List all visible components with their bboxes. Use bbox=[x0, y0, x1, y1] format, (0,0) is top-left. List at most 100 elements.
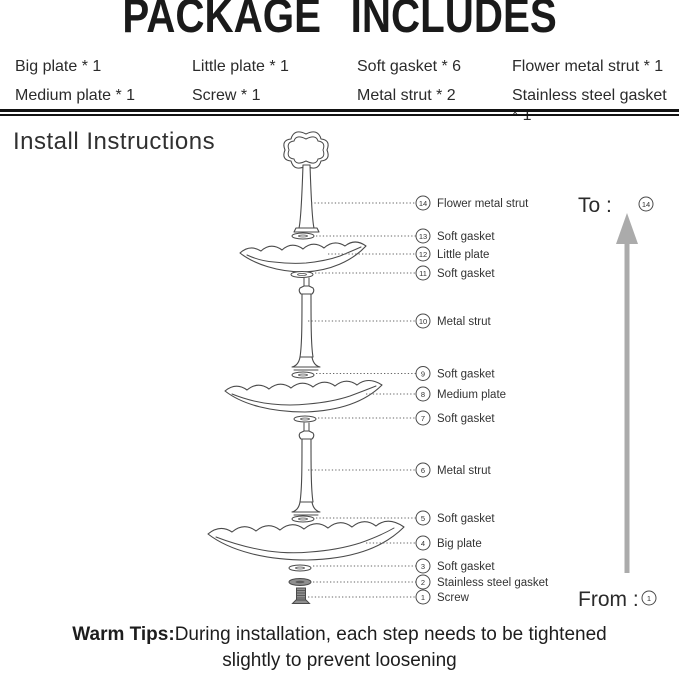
part-number-circle bbox=[415, 313, 431, 329]
screw-head bbox=[291, 599, 311, 604]
part-label: Soft gasket bbox=[437, 513, 495, 525]
callout-12: 12 Little plate bbox=[328, 246, 489, 262]
little-plate-inner-line bbox=[246, 246, 362, 264]
screw-drawing bbox=[291, 587, 311, 604]
soft-gasket-7-drawing bbox=[293, 415, 317, 423]
stainless-steel-gasket-drawing bbox=[288, 578, 312, 586]
part-number: 5 bbox=[421, 514, 425, 523]
part-number-circle bbox=[415, 535, 431, 551]
medium-plate-inner-line bbox=[231, 385, 377, 406]
order-arrow-head bbox=[616, 213, 638, 244]
part-number-circle bbox=[415, 558, 431, 574]
part-number: 11 bbox=[419, 269, 427, 278]
callout-1: 1 Screw bbox=[308, 589, 470, 605]
part-number: 2 bbox=[421, 578, 425, 587]
callout-4: 4 Big plate bbox=[366, 535, 482, 551]
callout-7: 7 Soft gasket bbox=[318, 410, 495, 426]
callout-5: 5 Soft gasket bbox=[316, 510, 495, 526]
part-label: Soft gasket bbox=[437, 369, 495, 381]
part-label: Soft gasket bbox=[437, 231, 495, 243]
part-label: Screw bbox=[437, 592, 470, 604]
from-part-circle bbox=[641, 590, 657, 606]
gasket-ellipse bbox=[290, 271, 314, 278]
part-number: 7 bbox=[421, 414, 425, 423]
section-divider bbox=[0, 109, 679, 116]
gasket-hole bbox=[298, 234, 308, 238]
big-plate-outline bbox=[207, 520, 405, 561]
callout-6: 6 Metal strut bbox=[308, 462, 491, 478]
soft-gasket-11-drawing bbox=[290, 271, 314, 278]
part-number-circle bbox=[415, 589, 431, 605]
part-number-circle bbox=[415, 246, 431, 262]
part-number-circle bbox=[415, 228, 431, 244]
part-number: 12 bbox=[419, 250, 427, 259]
little-plate-outline bbox=[239, 241, 367, 273]
package-item-flower-metal-strut: Flower metal strut * 1 bbox=[512, 58, 664, 75]
medium-plate-drawing bbox=[224, 379, 383, 413]
install-instructions-heading: Install Instructions bbox=[13, 128, 216, 155]
gasket-hole bbox=[298, 373, 308, 377]
package-item-little-plate: Little plate * 1 bbox=[192, 58, 289, 75]
part-number-circle bbox=[415, 386, 431, 402]
callout-9: 9 Soft gasket bbox=[316, 366, 495, 381]
gasket-ellipse bbox=[288, 564, 312, 572]
strut-collar bbox=[298, 430, 315, 440]
part-label: Big plate bbox=[437, 538, 482, 550]
package-item-soft-gasket: Soft gasket * 6 bbox=[357, 58, 462, 75]
warm-tips-line1: Warm Tips:During installation, each step… bbox=[0, 622, 679, 648]
soft-gasket-13-drawing bbox=[291, 232, 315, 240]
part-label: Metal strut bbox=[437, 465, 491, 477]
part-label: Soft gasket bbox=[437, 561, 495, 573]
soft-gasket-3-drawing bbox=[288, 564, 312, 572]
package-item-medium-plate: Medium plate * 1 bbox=[15, 87, 136, 104]
strut-pin bbox=[303, 422, 310, 432]
gasket-ellipse bbox=[291, 232, 315, 240]
gasket-ellipse bbox=[291, 371, 315, 379]
package-item-big-plate: Big plate * 1 bbox=[15, 58, 102, 75]
gasket-ellipse bbox=[291, 515, 315, 523]
flower-finial-drawing bbox=[283, 131, 329, 233]
screw-threads bbox=[296, 590, 306, 599]
part-label: Flower metal strut bbox=[437, 198, 529, 210]
strut-shaft bbox=[299, 438, 314, 503]
part-number: 14 bbox=[419, 199, 427, 208]
part-number: 1 bbox=[421, 593, 425, 602]
gasket-hole bbox=[300, 417, 310, 421]
strut-flare bbox=[291, 356, 321, 368]
part-label: Soft gasket bbox=[437, 268, 495, 280]
assembly-order: To : 14 From : 1 bbox=[578, 194, 657, 611]
part-number: 10 bbox=[419, 317, 427, 326]
finial-stem-base bbox=[293, 227, 320, 233]
part-number-circle bbox=[415, 574, 431, 590]
part-number-circle bbox=[415, 410, 431, 426]
page-title: PACKAGE INCLUDES bbox=[0, 0, 679, 41]
strut-flare bbox=[291, 501, 321, 513]
to-part-circle bbox=[638, 196, 654, 212]
gasket-hole bbox=[295, 566, 305, 570]
part-number: 9 bbox=[421, 369, 425, 378]
steel-gasket-hole bbox=[295, 580, 305, 584]
big-plate-inner-line bbox=[215, 527, 395, 554]
strut-collar bbox=[298, 285, 315, 295]
soft-gasket-9-drawing bbox=[291, 371, 315, 379]
soft-gasket-5-drawing bbox=[291, 515, 315, 523]
little-plate-drawing bbox=[239, 241, 367, 273]
part-number-circle bbox=[415, 462, 431, 478]
metal-strut-6-drawing bbox=[291, 422, 321, 516]
from-label: From : bbox=[578, 588, 639, 611]
part-label: Medium plate bbox=[437, 389, 506, 401]
callout-8: 8 Medium plate bbox=[366, 386, 506, 402]
strut-shaft bbox=[299, 293, 314, 358]
finial-inner-outline bbox=[287, 136, 325, 164]
part-number: 13 bbox=[419, 232, 427, 241]
warm-tips-line2: slightly to prevent loosening bbox=[222, 649, 457, 671]
metal-strut-10-drawing bbox=[291, 277, 321, 371]
part-number: 8 bbox=[421, 390, 425, 399]
page-title-text: PACKAGE INCLUDES bbox=[122, 0, 557, 43]
callout-11: 11 Soft gasket bbox=[315, 265, 495, 281]
part-number: 6 bbox=[421, 466, 425, 475]
strut-pin bbox=[303, 277, 310, 287]
from-part-number: 1 bbox=[647, 594, 651, 603]
part-number: 4 bbox=[421, 539, 425, 548]
